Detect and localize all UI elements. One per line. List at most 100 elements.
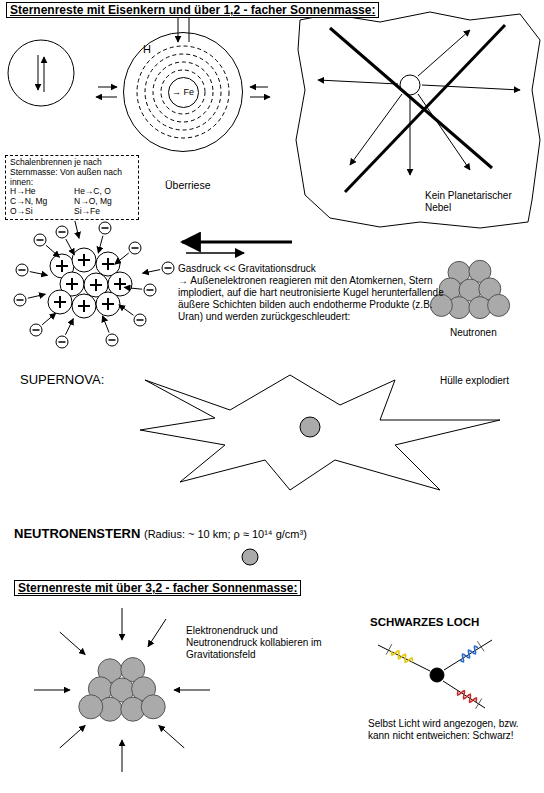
illustration-circle	[56, 226, 68, 238]
illustration-circle	[72, 248, 96, 272]
illustration-line	[119, 305, 134, 316]
illustration-line	[109, 339, 116, 341]
illustration-line	[122, 608, 123, 640]
illustration-line	[83, 254, 85, 266]
illustration-line	[102, 227, 109, 229]
illustration-line	[122, 740, 123, 772]
illustration-path	[458, 691, 477, 702]
illustration-line	[147, 289, 154, 291]
illustration-line	[30, 272, 48, 276]
label: (Radius: ~ 10 km; ρ ≈ 10¹⁴ g/cm³)	[144, 528, 307, 541]
illustration-circle	[300, 417, 320, 437]
illustration-line	[66, 239, 75, 255]
title: Sternenreste mit Eisenkern und über 1,2 …	[6, 2, 379, 18]
illustration-circle	[30, 324, 42, 336]
label: Elektronendruck und Neutronendruck kolla…	[186, 625, 336, 661]
label: SUPERNOVA:	[20, 372, 104, 388]
illustration-line	[250, 97, 270, 98]
illustration-line	[59, 341, 66, 343]
label: → Außenelektronen reagieren mit den Atom…	[178, 275, 460, 323]
label: SCHWARZES LOCH	[370, 616, 479, 630]
illustration-line	[33, 329, 40, 331]
illustration-line	[17, 299, 24, 301]
illustration-line	[102, 316, 109, 333]
illustration-line	[444, 640, 492, 670]
illustration-line	[44, 57, 45, 92]
label: Neutronen	[450, 327, 497, 339]
illustration-g	[8, 12, 540, 708]
illustration-line	[115, 253, 129, 264]
illustration-circle	[134, 314, 146, 326]
illustration-line	[159, 725, 184, 748]
illustration-line	[98, 87, 117, 88]
illustration-line	[34, 690, 70, 691]
illustration-circle	[99, 222, 111, 234]
burning-table: H→HeHe→C, OC→N, MgN→O, MgO→SiSi→Fe	[10, 187, 134, 216]
illustration-line	[60, 725, 85, 748]
illustration-path	[477, 641, 484, 651]
illustration-circle	[72, 294, 96, 318]
illustration-line	[59, 296, 61, 308]
illustration-circle	[129, 242, 141, 254]
illustration-line	[83, 300, 85, 312]
illustration-circle	[8, 40, 74, 106]
illustration-line	[418, 30, 470, 76]
illustration-line	[378, 645, 430, 671]
illustration-path	[140, 375, 500, 490]
illustration-line	[107, 298, 109, 310]
illustration-line	[165, 267, 172, 269]
core-label: → Fe	[172, 88, 194, 97]
illustration-line	[350, 94, 402, 165]
illustration-circle	[488, 294, 510, 316]
illustration-path	[476, 699, 482, 709]
illustration-line	[174, 690, 210, 691]
label: Gasdruck << Gravitationsdruck	[178, 263, 316, 275]
illustration-line	[28, 294, 46, 298]
illustration-line	[38, 55, 39, 90]
illustration-line	[132, 247, 139, 249]
illustration-circle	[106, 334, 118, 346]
illustration-g	[14, 207, 510, 772]
illustration-circle	[79, 695, 103, 719]
illustration-line	[318, 80, 398, 84]
illustration-path	[392, 651, 413, 663]
table-cell: C→N, Mg	[10, 197, 70, 207]
label: Kein Planetarischer Nebel	[425, 190, 525, 214]
illustration-path	[386, 644, 392, 655]
section-heading: Sternenreste mit über 3,2 - facher Sonne…	[14, 580, 301, 596]
illustration-line	[410, 97, 411, 175]
illustration-line	[95, 279, 97, 291]
illustration-line	[186, 252, 244, 254]
supergiant-circle: HÜberriese→ Fe	[123, 32, 243, 152]
shell-label: H	[143, 43, 151, 55]
illustration-circle	[56, 336, 68, 348]
illustration-line	[98, 236, 103, 253]
illustration-line	[143, 270, 161, 274]
illustration-line	[107, 258, 109, 270]
table-cell: H→He	[10, 187, 70, 197]
table-cell: N→O, Mg	[74, 197, 134, 207]
illustration-circle	[48, 290, 72, 314]
illustration-line	[60, 632, 85, 655]
illustration-line	[37, 239, 44, 241]
illustration-line	[59, 231, 66, 233]
illustration-circle	[34, 234, 46, 246]
illustration-path	[296, 12, 540, 228]
illustration-line	[443, 681, 485, 708]
illustration-line	[124, 287, 142, 289]
illustration-path	[460, 646, 478, 662]
label: Hülle explodiert	[440, 375, 509, 387]
illustration-line	[71, 278, 73, 290]
node-label: Überriese	[165, 179, 211, 191]
table-cell: O→Si	[10, 207, 70, 217]
note-text: Schalenbrennen je nach Sternmasse: Von a…	[10, 158, 134, 187]
illustration-line	[182, 241, 292, 244]
illustration-line	[422, 85, 520, 90]
illustration-circle	[141, 695, 165, 719]
illustration-line	[119, 278, 121, 290]
illustration-line	[19, 269, 26, 271]
illustration-circle	[162, 262, 174, 274]
label: Selbst Licht wird angezogen, bzw. kann n…	[368, 718, 528, 742]
illustration-circle	[16, 264, 28, 276]
